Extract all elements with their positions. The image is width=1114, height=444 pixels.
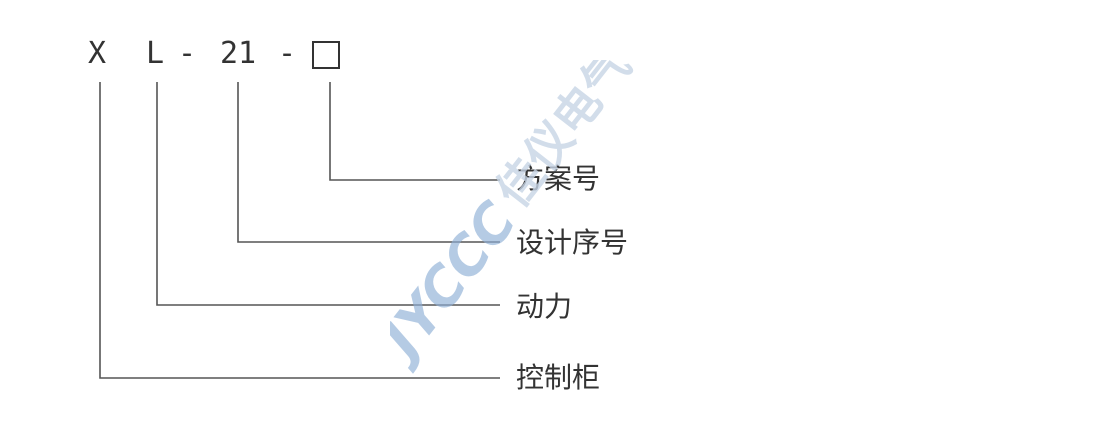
leader-line-cabinet: [99, 82, 500, 379]
label-power: 动力: [516, 290, 573, 323]
label-design-serial: 设计序号: [516, 226, 629, 259]
code-letter-l: L: [146, 36, 165, 71]
label-control-cabinet: 控制柜: [516, 361, 601, 394]
code-dash-2: -: [278, 36, 297, 71]
label-scheme-number: 方案号: [516, 162, 601, 195]
code-placeholder-box: [312, 41, 340, 69]
leader-line-power: [156, 82, 500, 306]
leader-line-scheme: [329, 82, 500, 181]
code-letter-x: X: [88, 36, 107, 71]
code-number-21: 21: [220, 36, 257, 71]
code-dash-1: -: [178, 36, 197, 71]
leader-line-design: [237, 82, 500, 243]
